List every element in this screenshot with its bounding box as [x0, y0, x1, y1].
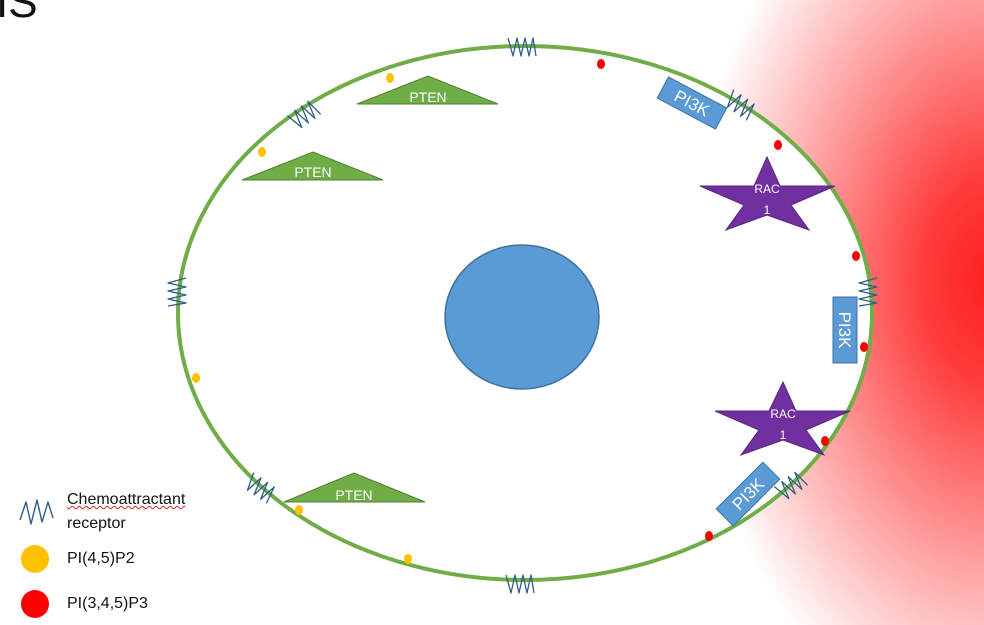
rac1-label: 1 [780, 428, 787, 442]
legend-pip3-label: PI(3,4,5)P3 [67, 595, 148, 612]
pten-triangle [356, 75, 499, 105]
pip3-dot [705, 531, 713, 541]
legend-pip2-icon [21, 545, 49, 573]
pi3k-label: PI3K [835, 312, 854, 350]
pten-label: PTEN [294, 164, 331, 180]
pi3k-box: PI3K [832, 296, 858, 364]
pip2-dot [386, 73, 394, 83]
pten-triangle [283, 472, 426, 503]
rac1-star [699, 155, 836, 232]
legend-pip3-icon [21, 590, 49, 618]
rac1-label: RAC [754, 182, 780, 196]
pip3-dot [852, 251, 860, 261]
pten-label: PTEN [335, 487, 372, 503]
rac1-label: RAC [770, 407, 796, 421]
pip2-dot [192, 373, 200, 383]
nucleus [444, 244, 600, 390]
pten-label: PTEN [409, 89, 446, 105]
legend-receptor-label-line1: Chemoattractant [67, 491, 186, 508]
rac1-label: 1 [764, 203, 771, 217]
legend-receptor-label-line2: receptor [67, 515, 126, 532]
pip2-dot [258, 147, 266, 157]
legend-pip2-label: PI(4,5)P2 [67, 550, 135, 567]
legend-receptor-icon [19, 499, 54, 525]
pip2-dot [404, 554, 412, 564]
rac1-star [714, 380, 851, 457]
pip3-dot [821, 436, 829, 446]
pten-triangle [241, 151, 384, 181]
pip3-dot [860, 342, 868, 352]
pip3-dot [774, 140, 782, 150]
slide-title-fragment: IS [0, 0, 38, 27]
pip3-dot [597, 59, 605, 69]
pip2-dot [295, 505, 303, 515]
